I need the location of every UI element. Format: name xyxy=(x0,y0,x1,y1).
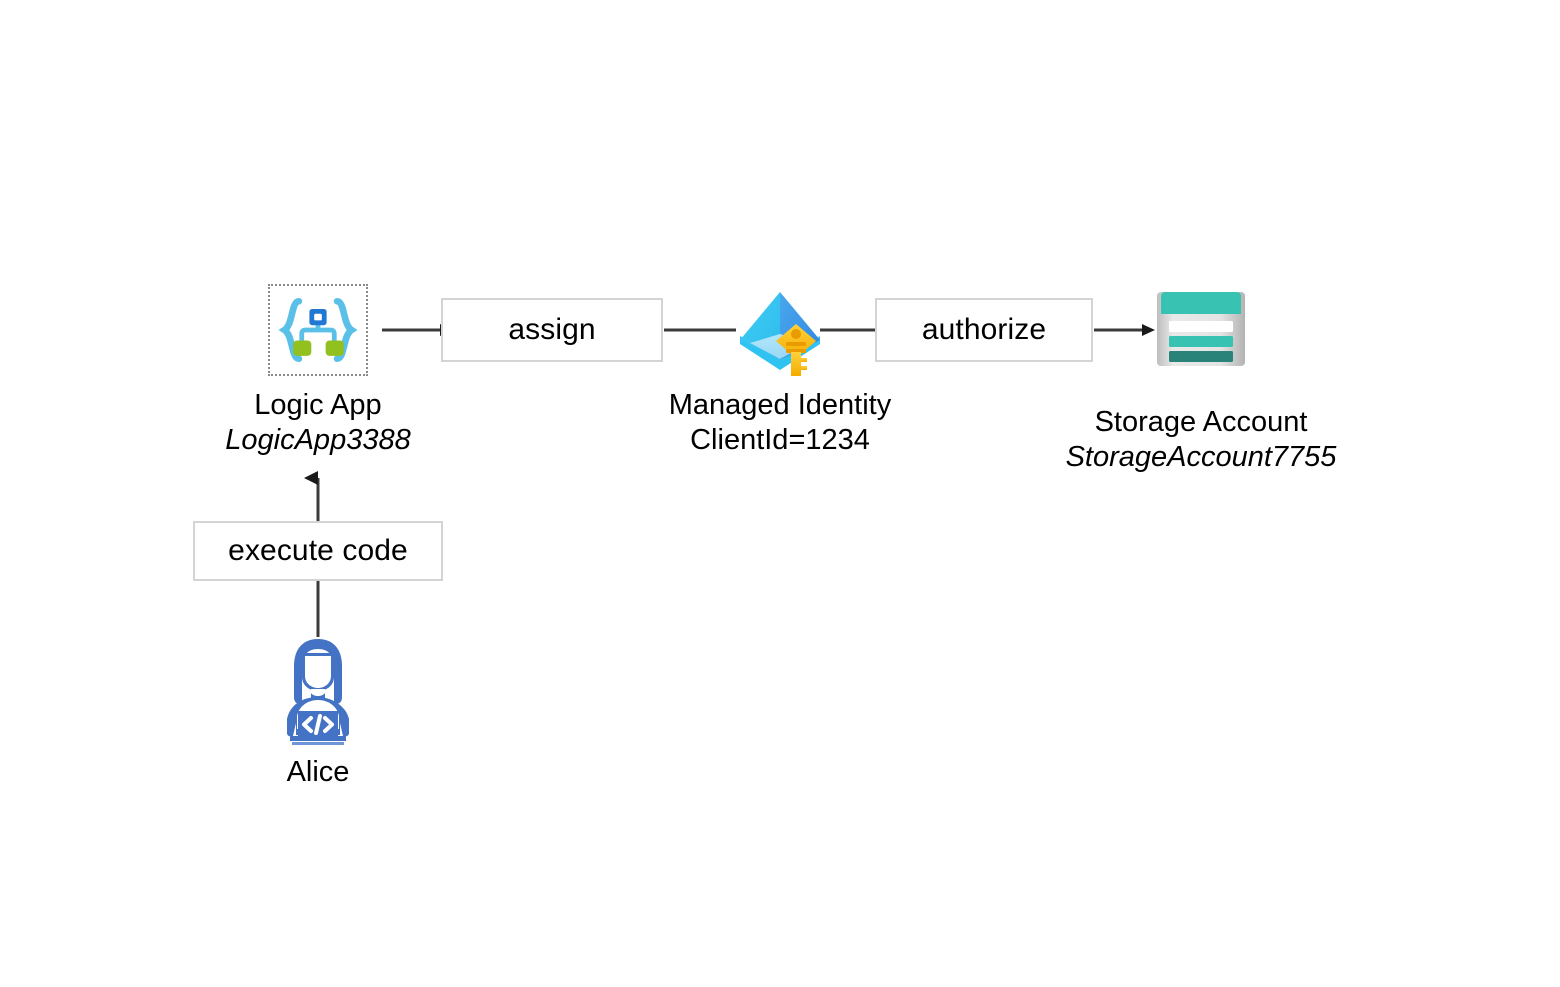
developer-person-icon xyxy=(287,639,349,745)
managed-identity-caption-line1: Managed Identity xyxy=(668,389,892,421)
logic-app-caption-line2: LogicApp3388 xyxy=(225,424,411,457)
logic-app-icon-frame[interactable] xyxy=(268,284,368,376)
storage-account-icon-wrap[interactable] xyxy=(1155,290,1247,368)
edge-label-execute-code-text: execute code xyxy=(228,534,408,567)
edge-label-assign[interactable]: assign xyxy=(441,298,663,362)
managed-identity-key-icon xyxy=(740,292,820,376)
edge-label-assign-text: assign xyxy=(508,313,596,346)
managed-identity-caption: Managed Identity ClientId=1234 xyxy=(630,388,930,459)
logic-app-caption: Logic App LogicApp3388 xyxy=(168,388,468,459)
storage-account-caption: Storage Account StorageAccount7755 xyxy=(1051,405,1351,476)
alice-icon-wrap[interactable] xyxy=(272,637,364,749)
logic-app-icon xyxy=(278,297,358,363)
storage-account-caption-line2: StorageAccount7755 xyxy=(1065,441,1337,474)
alice-caption: Alice xyxy=(168,755,468,790)
edge-label-authorize-text: authorize xyxy=(921,313,1047,346)
managed-identity-caption-line2: ClientId=1234 xyxy=(690,424,870,457)
storage-account-icon xyxy=(1157,292,1245,366)
edge-label-execute-code[interactable]: execute code xyxy=(193,521,443,581)
logic-app-caption-line1: Logic App xyxy=(254,389,382,421)
managed-identity-icon-wrap[interactable] xyxy=(736,286,824,378)
alice-caption-line1: Alice xyxy=(286,756,350,788)
storage-account-caption-line1: Storage Account xyxy=(1094,406,1308,438)
edge-label-authorize[interactable]: authorize xyxy=(875,298,1093,362)
